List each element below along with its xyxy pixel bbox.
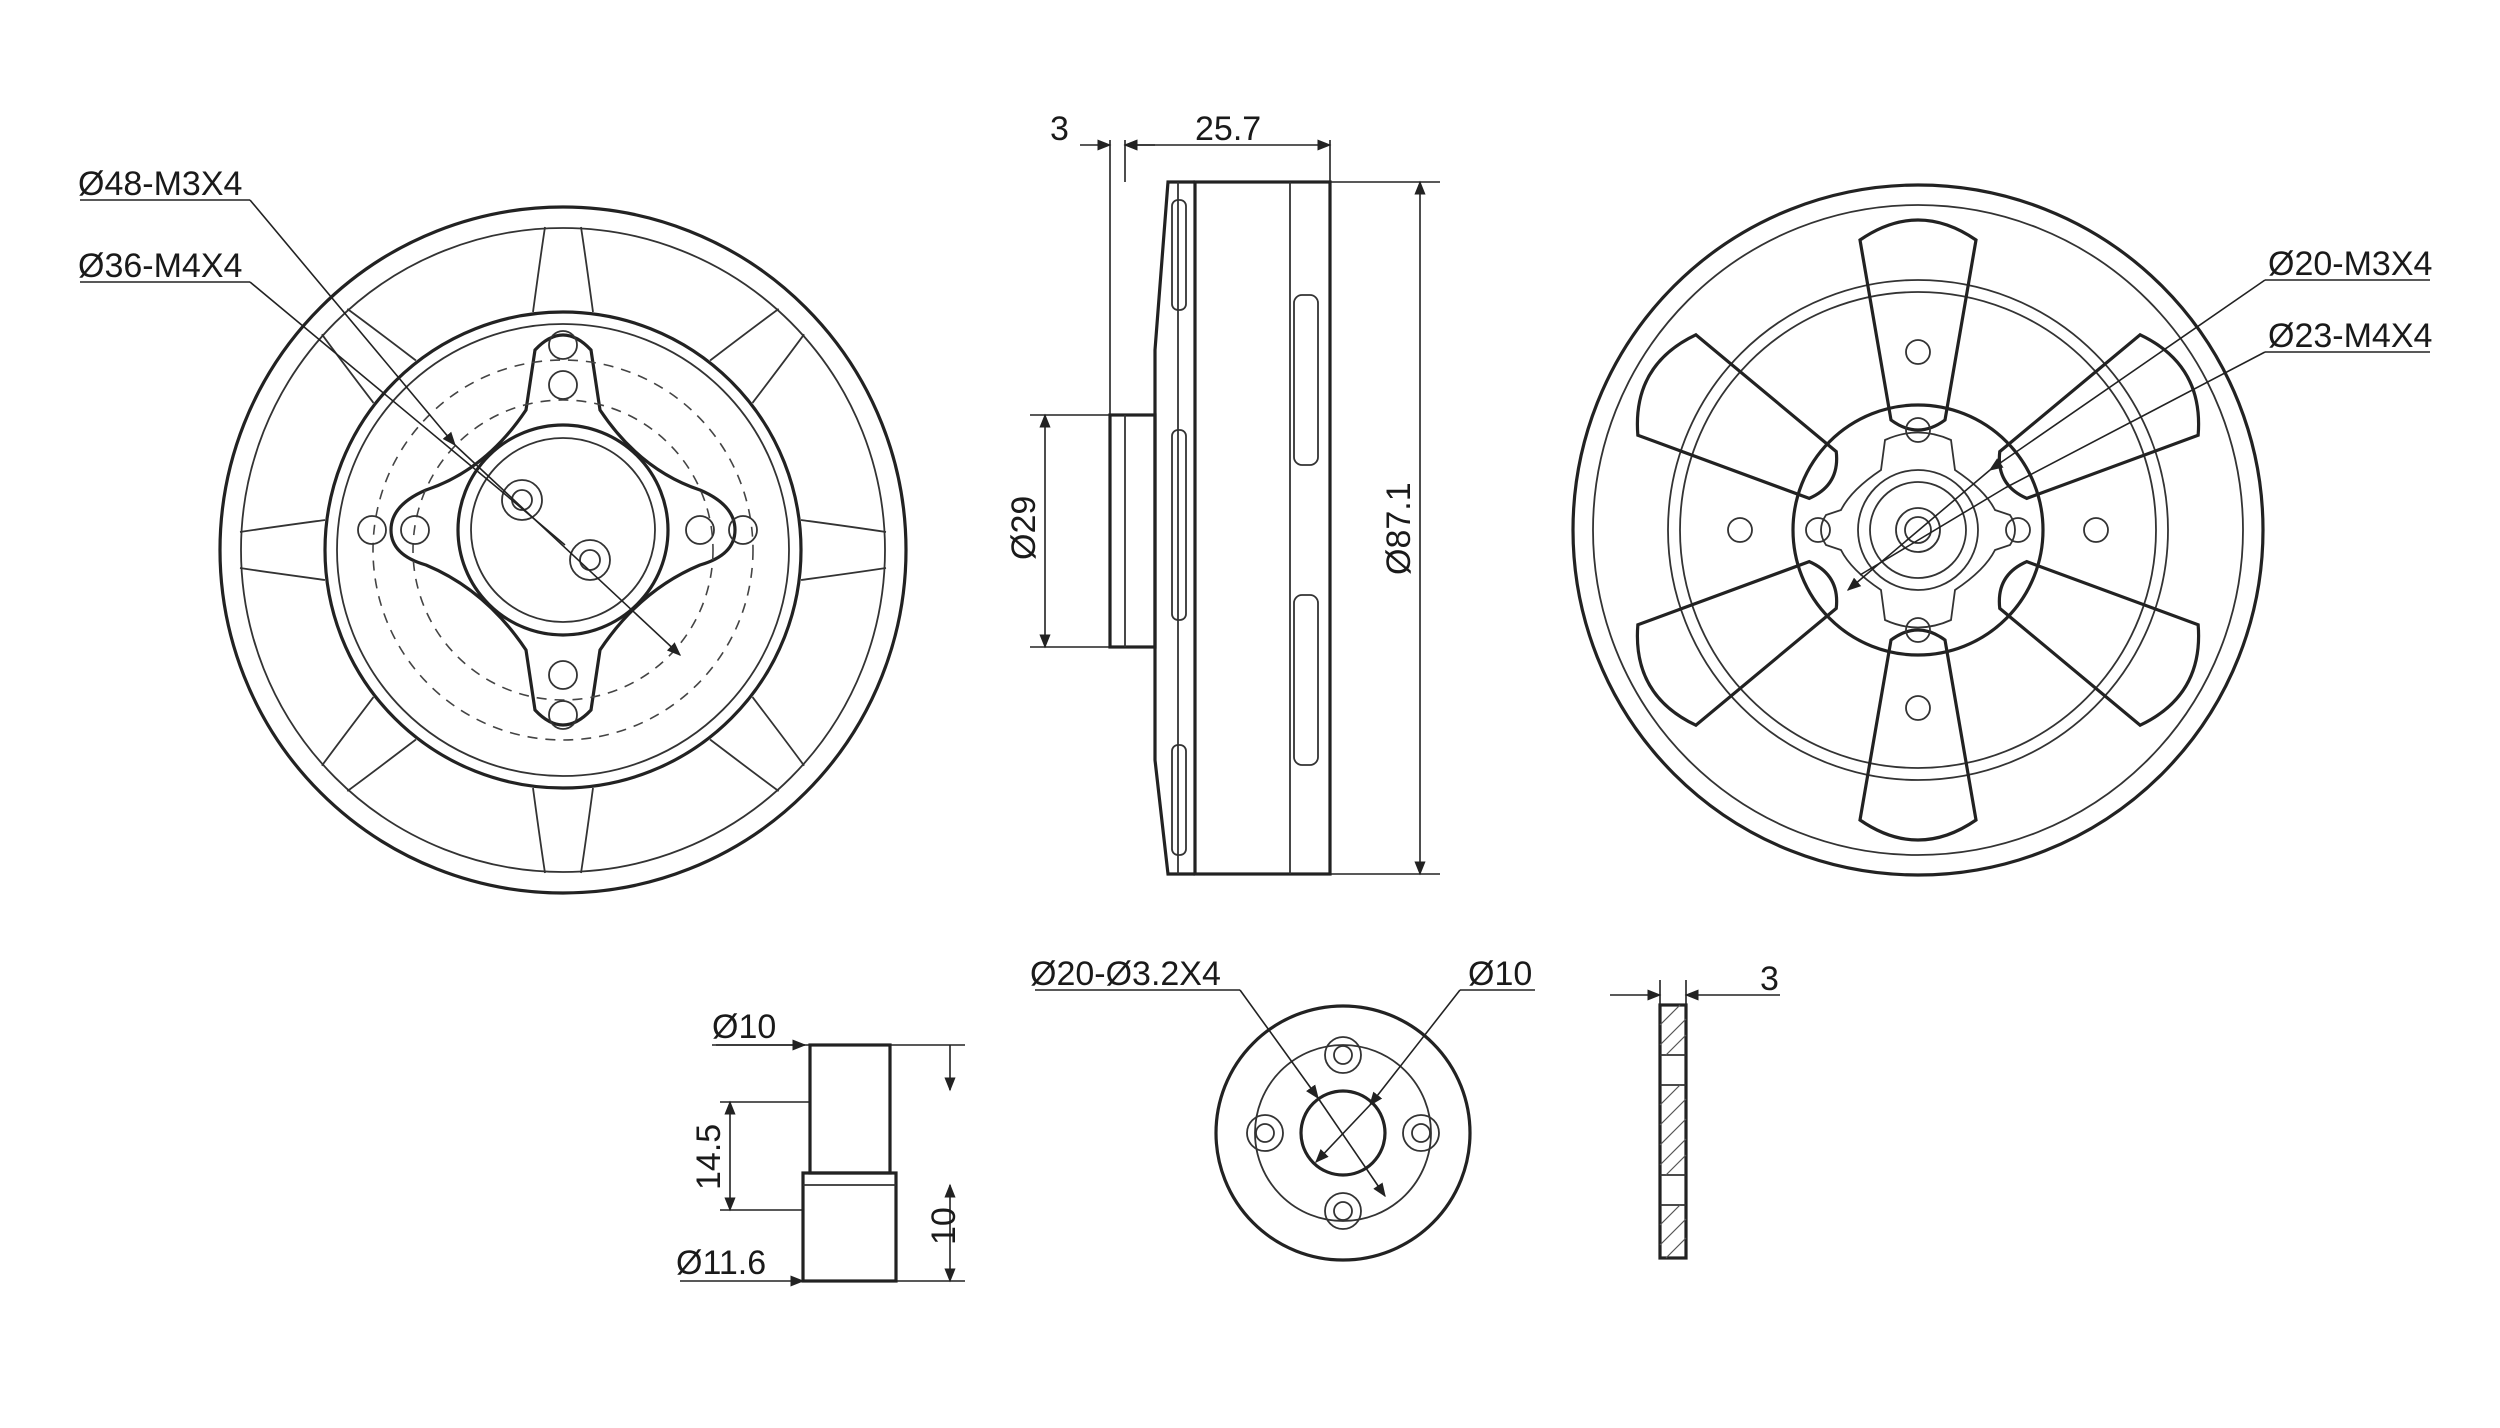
side-boss-diameter-label: Ø29: [1005, 496, 1043, 560]
adapter-side-view: 3: [1610, 960, 1780, 1260]
shaft-detail: Ø10 14.5 Ø11.6 10: [676, 1008, 965, 1287]
adapter-holes: [1246, 1036, 1440, 1230]
side-view: 3 25.7 Ø29 Ø87.1: [1005, 110, 1440, 876]
adapter-thickness-label: 3: [1760, 960, 1779, 998]
rear-view: Ø20-M3X4 Ø23-M4X4: [1571, 183, 2432, 877]
adapter-bore-label: Ø10: [1468, 955, 1532, 993]
front-inner-holes-label: Ø36-M4X4: [78, 247, 242, 285]
adapter-front-view: Ø20-Ø3.2X4 Ø10: [1030, 955, 1535, 1262]
front-cross-flange: [389, 333, 737, 727]
shaft-top-diameter-label: Ø10: [712, 1008, 776, 1046]
shaft-bottom-length-label: 10: [925, 1207, 963, 1245]
front-mount-holes: [357, 330, 758, 730]
rear-inner-holes-label: Ø20-M3X4: [2268, 245, 2432, 283]
side-outer-diameter-label: Ø87.1: [1380, 482, 1418, 575]
shaft-bottom-diameter-label: Ø11.6: [676, 1244, 766, 1282]
side-body-height-label: 25.7: [1195, 110, 1261, 148]
front-view: Ø48-M3X4 Ø36-M4X4: [78, 165, 908, 895]
adapter-side-hatching: [1659, 1004, 1687, 1259]
rear-mount-holes: [1727, 339, 2109, 721]
shaft-length-label: 14.5: [690, 1124, 728, 1190]
adapter-holes-label: Ø20-Ø3.2X4: [1030, 955, 1221, 993]
side-flange-thickness-label: 3: [1050, 110, 1069, 148]
front-outer-holes-label: Ø48-M3X4: [78, 165, 242, 203]
front-spokes: [239, 226, 887, 874]
rear-outer-holes-label: Ø23-M4X4: [2268, 317, 2432, 355]
